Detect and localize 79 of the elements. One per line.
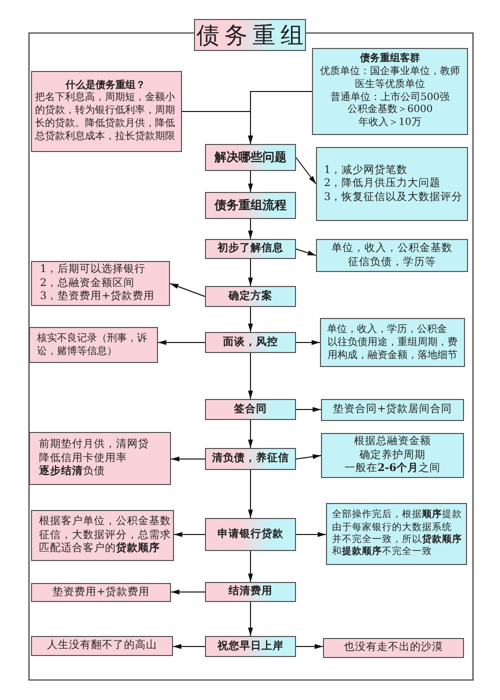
box-heading: 什么是债务重组？ (66, 80, 146, 92)
arrow (158, 340, 206, 345)
note-text: 以往负债用途，重组周期，费用构成，融资金额，落地细节 (328, 336, 459, 362)
note-text: 单位，收入，学历，公积金 (327, 322, 447, 336)
note-box: 人生没有翻不了的高山 (31, 636, 173, 656)
note-text: 优质单位：国企事业单位，教师医生等优质单位 (319, 66, 461, 92)
box-heading: 债务重组客群 (360, 53, 420, 66)
note-text: 降低信用卡使用率 (39, 452, 127, 465)
process-box: 面谈，风控 (205, 332, 296, 353)
note-box (31, 71, 182, 152)
note-text: 和提款顺序不完全一致 (332, 546, 432, 559)
arrow (170, 283, 206, 297)
arrow (248, 258, 253, 286)
arrow (248, 352, 253, 400)
note-box: 也没有走不出的沙漠 (323, 638, 464, 658)
process-box: 确定方案 (205, 286, 296, 307)
note-text: 3，恢复征信以及大数据评分 (324, 190, 463, 204)
arrow (248, 602, 253, 636)
note-box (316, 147, 468, 221)
note-text: 并不完全一致，所以贷款顺序 (332, 534, 462, 546)
note-text: 2，降低月供压力大问题 (324, 177, 441, 191)
process-box: 结清费用 (205, 582, 296, 602)
arrow (172, 644, 206, 649)
arrow (248, 170, 253, 192)
process-box: 签合同 (205, 399, 296, 420)
arrow (296, 157, 316, 184)
note-text: 征信负债，学历等 (348, 256, 436, 269)
note-text: 公积金基数＞6000 (347, 104, 433, 116)
process-box: 祝您早日上岸 (205, 636, 296, 657)
note-box: 垫资费用+贷款费用 (31, 583, 171, 602)
arrow (296, 454, 322, 460)
arrow (248, 420, 253, 448)
note-text: 年收入＞10万 (358, 117, 422, 130)
arrow (296, 248, 316, 256)
note-text: 全部操作完后，根据顺序提款 (332, 509, 462, 522)
note-box: 垫资合同+贷款居间合同 (321, 399, 464, 421)
note-box (320, 318, 465, 367)
note-box (29, 432, 171, 485)
process-box: 解决哪些问题 (205, 144, 296, 171)
arrow (296, 644, 324, 649)
note-text: 3，垫资费用+贷款费用 (40, 290, 154, 304)
process-box: 清负债，养征信 (205, 448, 296, 470)
process-box: 申请银行贷款 (205, 518, 296, 551)
note-box (31, 261, 170, 306)
arrow (170, 456, 206, 462)
arrow (248, 550, 253, 582)
arrow (170, 590, 206, 594)
note-box: 核实不良记录（刑事，诉讼，赌博等信息） (29, 327, 158, 363)
note-box (316, 239, 468, 272)
note-text: 普通单位：上市公司500强 (330, 92, 450, 104)
note-text: 由于每家银行的大数据系统 (332, 522, 452, 534)
note-box (31, 510, 174, 561)
process-box: 债务重组流程 (205, 192, 296, 219)
note-box (312, 48, 468, 135)
arrow (296, 340, 320, 345)
note-text: 逐步结清负债 (39, 465, 105, 479)
arrow (248, 218, 253, 240)
note-text: 1，减少网贷笔数 (324, 164, 408, 177)
note-box (326, 503, 467, 565)
note-text: 2，总融资金额区间 (40, 276, 135, 290)
note-text: 前期垫付月供，清网贷 (39, 438, 149, 452)
note-text: 1，后期可以选择银行 (40, 263, 146, 277)
note-text: 确定养护周期 (360, 448, 426, 462)
note-text: 根据总融资金额 (354, 435, 431, 449)
note-text: 匹配适合客户的贷款顺序 (39, 542, 160, 556)
process-box: 初步了解信息 (205, 239, 296, 259)
arrow (296, 532, 326, 537)
note-text: 征信，大数据评分，总需求 (39, 528, 171, 542)
note-text: 根据客户单位，公积金基数 (39, 515, 171, 529)
note-text: 一般在2-6个月之间 (344, 462, 440, 476)
title-box: 债务重组 (194, 19, 306, 51)
note-text: 单位，收入，公积金基数 (332, 242, 452, 256)
note-box (321, 433, 464, 478)
arrow (248, 306, 253, 332)
arrow (248, 91, 312, 144)
arrow (174, 532, 206, 537)
arrow (296, 407, 322, 412)
arrow (248, 470, 253, 518)
note-text: 把名下利息高，周期短，金额小的贷款，转为银行低利率，周期长的贷款。降低贷款月供，降低总贷款利息成本，拉长贷款期限 (34, 92, 176, 144)
